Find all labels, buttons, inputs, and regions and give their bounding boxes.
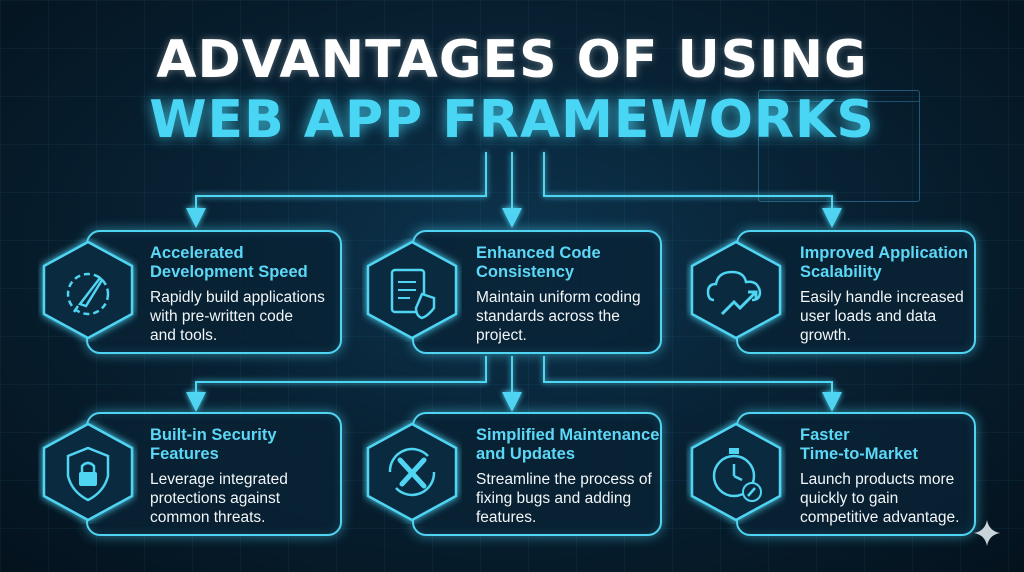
card-description: Launch products more quickly to gain com…: [800, 471, 960, 526]
rocket-gear-icon: [38, 238, 138, 342]
card-description: Easily handle increased user loads and d…: [800, 289, 964, 344]
connector-right-bottom: [543, 356, 842, 412]
title-line-2: WEB APP FRAMEWORKS: [149, 90, 875, 150]
card-faster-time-to-market: Faster Time-to-Market Launch products mo…: [736, 412, 976, 536]
card-title: Built-in Security Features: [150, 426, 277, 463]
card-simplified-maintenance: Simplified Maintenance and Updates Strea…: [412, 412, 662, 536]
card-accelerated-development: Accelerated Development Speed Rapidly bu…: [86, 230, 342, 354]
connector-right-top: [543, 152, 842, 228]
card-description: Streamline the process of fixing bugs an…: [476, 471, 652, 526]
card-title: Improved Application Scalability: [800, 244, 969, 281]
card-title: Simplified Maintenance and Updates: [476, 426, 660, 463]
card-description: Maintain uniform coding standards across…: [476, 289, 641, 344]
card-description: Rapidly build applications with pre-writ…: [150, 289, 325, 344]
decorative-window: [758, 90, 920, 202]
stopwatch-rocket-icon: [686, 420, 786, 524]
connector-left-bottom: [186, 356, 487, 412]
card-title: Accelerated Development Speed: [150, 244, 308, 281]
connector-left-top: [186, 152, 487, 228]
sparkle-icon: [974, 520, 1000, 546]
card-title: Faster Time-to-Market: [800, 426, 918, 463]
cloud-growth-icon: [686, 238, 786, 342]
checklist-shield-icon: [362, 238, 462, 342]
shield-lock-icon: [38, 420, 138, 524]
card-title: Enhanced Code Consistency: [476, 244, 601, 281]
wrench-screwdriver-icon: [362, 420, 462, 524]
card-description: Leverage integrated protections against …: [150, 471, 288, 526]
title-line-1: ADVANTAGES OF USING: [156, 30, 868, 90]
